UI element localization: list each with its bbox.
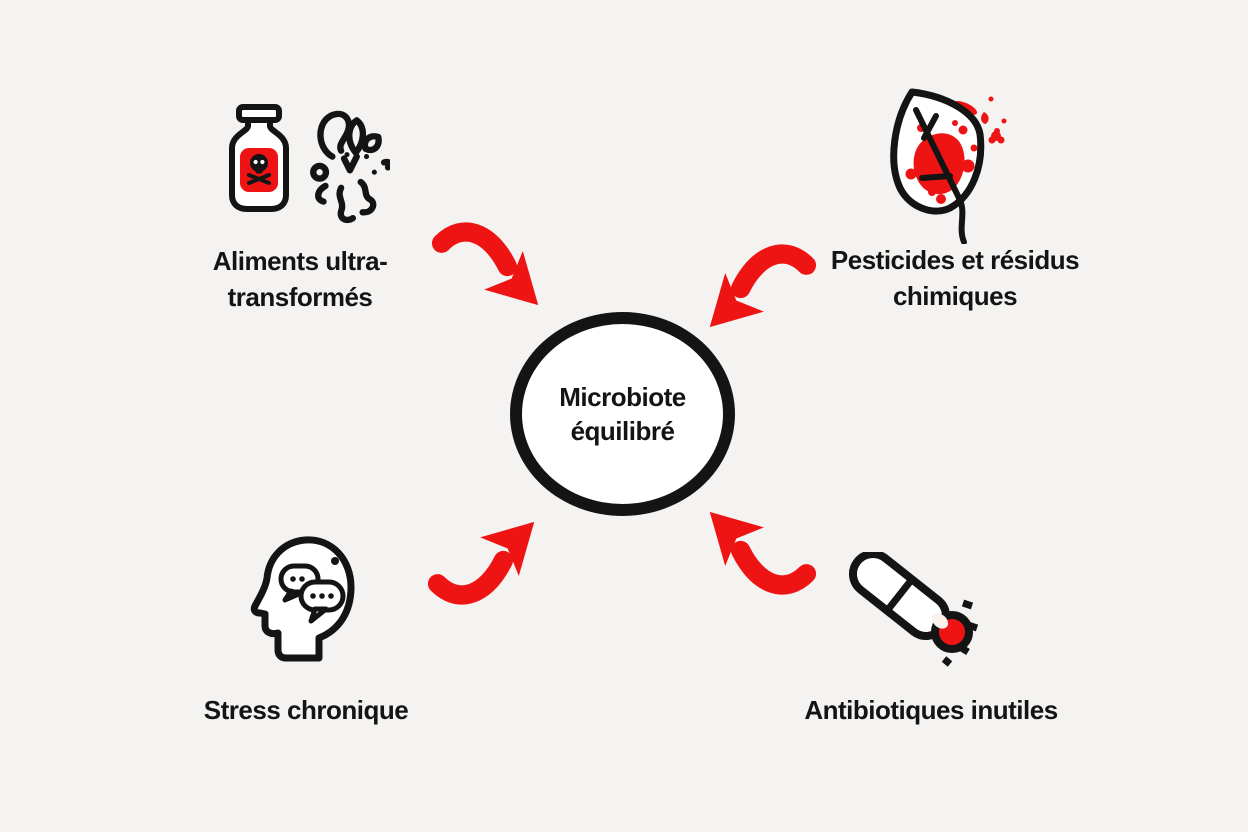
factor-label-line: Aliments ultra- <box>212 246 388 276</box>
antibiotic-capsule-icon <box>849 552 979 667</box>
factor-label-line: chimiques <box>892 281 1018 311</box>
factor-label-line: transformés <box>227 282 373 312</box>
burst-dashes <box>941 599 979 667</box>
thought-bubble-icon <box>298 579 346 624</box>
arrow-bottom-left-icon <box>427 521 535 605</box>
factor-label-line: Antibiotiques inutiles <box>804 695 1058 725</box>
center-node: Microbiote équilibré <box>510 312 735 516</box>
skull-crossbones-icon <box>247 154 271 185</box>
factor-label-line: Pesticides et résidus <box>830 245 1080 275</box>
factor-label-pesticides: Pesticides et résidus chimiques <box>805 242 1105 314</box>
factor-label-antibiotics: Antibiotiques inutiles <box>781 692 1081 728</box>
factor-label-stress: Stress chronique <box>156 692 456 728</box>
stressed-head-icon <box>250 536 355 662</box>
leaf-stem <box>957 197 967 244</box>
poison-bottle-icon <box>229 104 289 212</box>
center-node-label: Microbiote équilibré <box>559 380 686 448</box>
center-node-line: équilibré <box>570 416 675 446</box>
factor-label-line: Stress chronique <box>203 695 409 725</box>
factor-label-ultra-processed: Aliments ultra- transformés <box>150 243 450 315</box>
arrow-top-left-icon <box>431 222 539 306</box>
arrow-bottom-right-icon <box>709 511 817 595</box>
splash-icon <box>310 110 390 224</box>
sprayed-leaf-icon <box>890 88 1007 244</box>
arrow-top-right-icon <box>709 244 817 328</box>
center-node-line: Microbiote <box>559 382 686 412</box>
